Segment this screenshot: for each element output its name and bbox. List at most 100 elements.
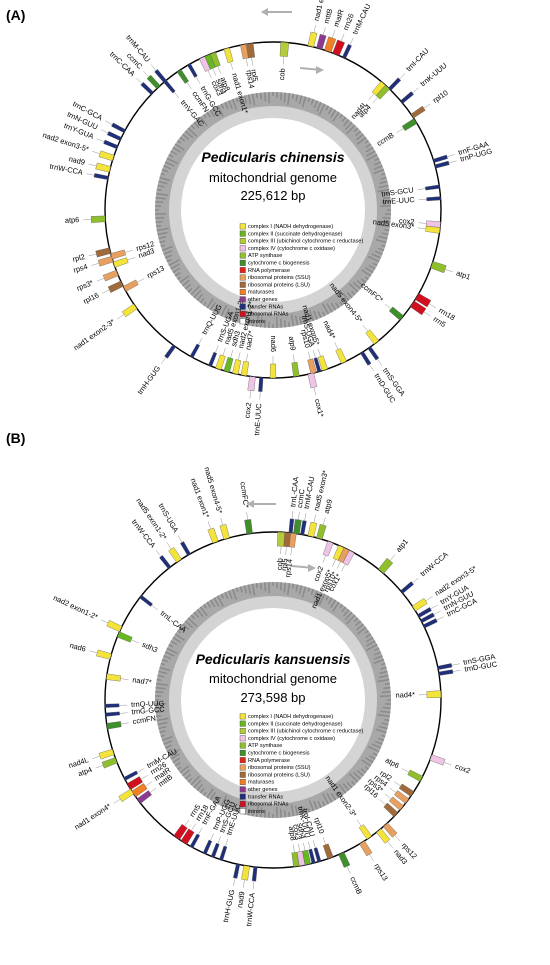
gene-block-trne-uuc [426, 196, 441, 202]
gene-label-trnl-caa: trnL-CAA [159, 609, 189, 635]
gene-label-trnw-cca: trnW-CCA [418, 550, 450, 578]
gene-block-nad1-exon4 [307, 31, 318, 48]
gene-block-trny-gua [103, 139, 119, 149]
legend-swatch-complex-ii-succinate-dehydrogenase [239, 230, 246, 237]
arrowhead-left-icon [261, 8, 268, 16]
gene-block-trnl-caa [288, 518, 295, 534]
gene-label-rpl10: rpl10 [431, 88, 450, 105]
gene-leader-line [149, 787, 157, 793]
legend-label-cytochrome-c-biogenesis: cytochrome c biogenesis [248, 751, 310, 757]
gene-label-nad7: nad7* [243, 330, 255, 351]
gene-leader-line [249, 390, 252, 399]
gene-leader-line [100, 129, 109, 134]
gene-label-cox2: cox2 [399, 216, 415, 226]
gene-block-nad6 [269, 363, 277, 379]
gene-block-nad1-exon1 [223, 47, 234, 63]
gene-block-rps13 [123, 279, 139, 292]
gene-block-trnf-gaa [432, 154, 448, 163]
inner-circle [181, 608, 365, 792]
gene-block-rpl16 [107, 280, 124, 293]
legend-label-complex-iii-ubichinol-cytochrome-c-reductase: complex III (ubichinol cytochrome c redu… [248, 239, 363, 245]
gene-label-nad9: nad9 [68, 154, 86, 167]
gene-leader-line [313, 24, 316, 33]
gene-block-ccmc [293, 519, 302, 535]
gene-leader-line [313, 840, 316, 849]
legend-label-complex-iv-cytochrome-c-oxidase: complex IV (cytochrome c oxidase) [248, 736, 335, 742]
gene-leader-line [143, 70, 150, 78]
gene-label-trnw-cca: trnW-CCA [244, 892, 256, 926]
gene-block-sdh4 [302, 849, 312, 866]
legend-label-maturases: maturases [248, 780, 274, 786]
gene-block-atp9 [291, 361, 300, 377]
gene-block-trnw-cca [400, 581, 414, 594]
gene-leader-line [166, 542, 172, 550]
gene-leader-line [336, 561, 341, 569]
panel-a-gc-ring [155, 92, 391, 328]
gene-leader-line [191, 823, 196, 831]
gene-block-nad7 [240, 360, 250, 377]
gene-leader-line [233, 877, 236, 886]
gene-label-rps10: rps10 [299, 329, 312, 349]
legend-label-rna-polymerase: RNA polymerase [248, 268, 290, 274]
gene-leader-line [246, 58, 248, 67]
genome-circle [104, 531, 442, 869]
gene-label-trnh-gug: trnH-GUG [221, 888, 237, 923]
gene-block-nad2-exon3-5 [98, 150, 115, 162]
gene-block-trnp-ugg [434, 160, 450, 169]
legend-swatch-cytochrome-c-biogenesis [239, 749, 246, 756]
gene-block-trnm-cau [300, 520, 307, 536]
gene-leader-line [131, 639, 139, 644]
gene-leader-line [387, 841, 393, 848]
gene-leader-line [412, 577, 419, 584]
gene-label-cox3: cox3 [291, 824, 303, 841]
gene-leader-line [177, 535, 183, 543]
gene-label-atp1: atp1 [394, 537, 410, 554]
gene-leader-line [92, 151, 100, 154]
panel-b-gc-ring [155, 582, 391, 818]
gene-leader-line [443, 762, 452, 766]
gene-block-rps4 [97, 256, 114, 267]
gene-block-mttb [316, 33, 327, 50]
gene-leader-line [105, 120, 113, 125]
gene-block-atp6 [407, 769, 423, 782]
gene-leader-line [217, 836, 221, 844]
gene-leader-line [251, 57, 253, 66]
gene-leader-line [127, 257, 136, 261]
gene-block-atp8 [209, 51, 221, 68]
gene-block-ccmb [338, 852, 351, 868]
gene-block-trnw-cca [251, 866, 258, 882]
panel-a-species: Pedicularis chinensis [201, 149, 344, 165]
gene-leader-line [88, 163, 97, 167]
gene-leader-line [86, 173, 95, 176]
gene-leader-line [322, 27, 326, 36]
gene-label-ccmfc: ccmFC* [359, 281, 385, 305]
gene-block-nad5-exon4-5 [365, 329, 379, 345]
gene-leader-line [369, 854, 374, 862]
gene-label-sdh3: sdh3 [229, 330, 242, 348]
gene-block-trns-uga [208, 351, 218, 367]
panel-a-direction-arrows [261, 8, 324, 74]
gene-leader-line [120, 722, 129, 725]
gene-leader-line [393, 781, 401, 787]
gene-block-trne-uuc [258, 377, 264, 392]
gene-block-nad1-exon2-3 [358, 824, 372, 840]
gene-leader-line [198, 827, 203, 835]
legend-swatch-atp-synthase [239, 252, 246, 259]
panel-a-letter: (A) [6, 7, 25, 23]
gene-label-nad9: nad9 [235, 891, 246, 909]
gene-leader-line [89, 650, 98, 654]
gene-label-nad1-exon4: nad1 exon4* [73, 801, 113, 831]
gene-leader-line [308, 351, 311, 360]
legend-swatch-complex-iii-ubichinol-cytochrome-c-reductase [239, 728, 246, 734]
arrowhead-left-icon [247, 500, 254, 508]
gene-block-trnn-guu [107, 131, 122, 141]
gene-block-trnh-gug [164, 344, 176, 359]
gene-leader-line [446, 154, 455, 157]
gene-label-trns-gcu: trnS-GCU [381, 185, 414, 198]
legend-swatch-maturases [239, 779, 246, 785]
gene-leader-line [322, 837, 326, 845]
gene-block-cox2 [247, 376, 256, 392]
legend-swatch-complex-iv-cytochrome-c-oxidase [239, 245, 246, 252]
panel-b-species: Pedicularis kansuensis [196, 651, 351, 667]
gene-label-trnq-uug: trnQ-UUG [131, 699, 165, 709]
